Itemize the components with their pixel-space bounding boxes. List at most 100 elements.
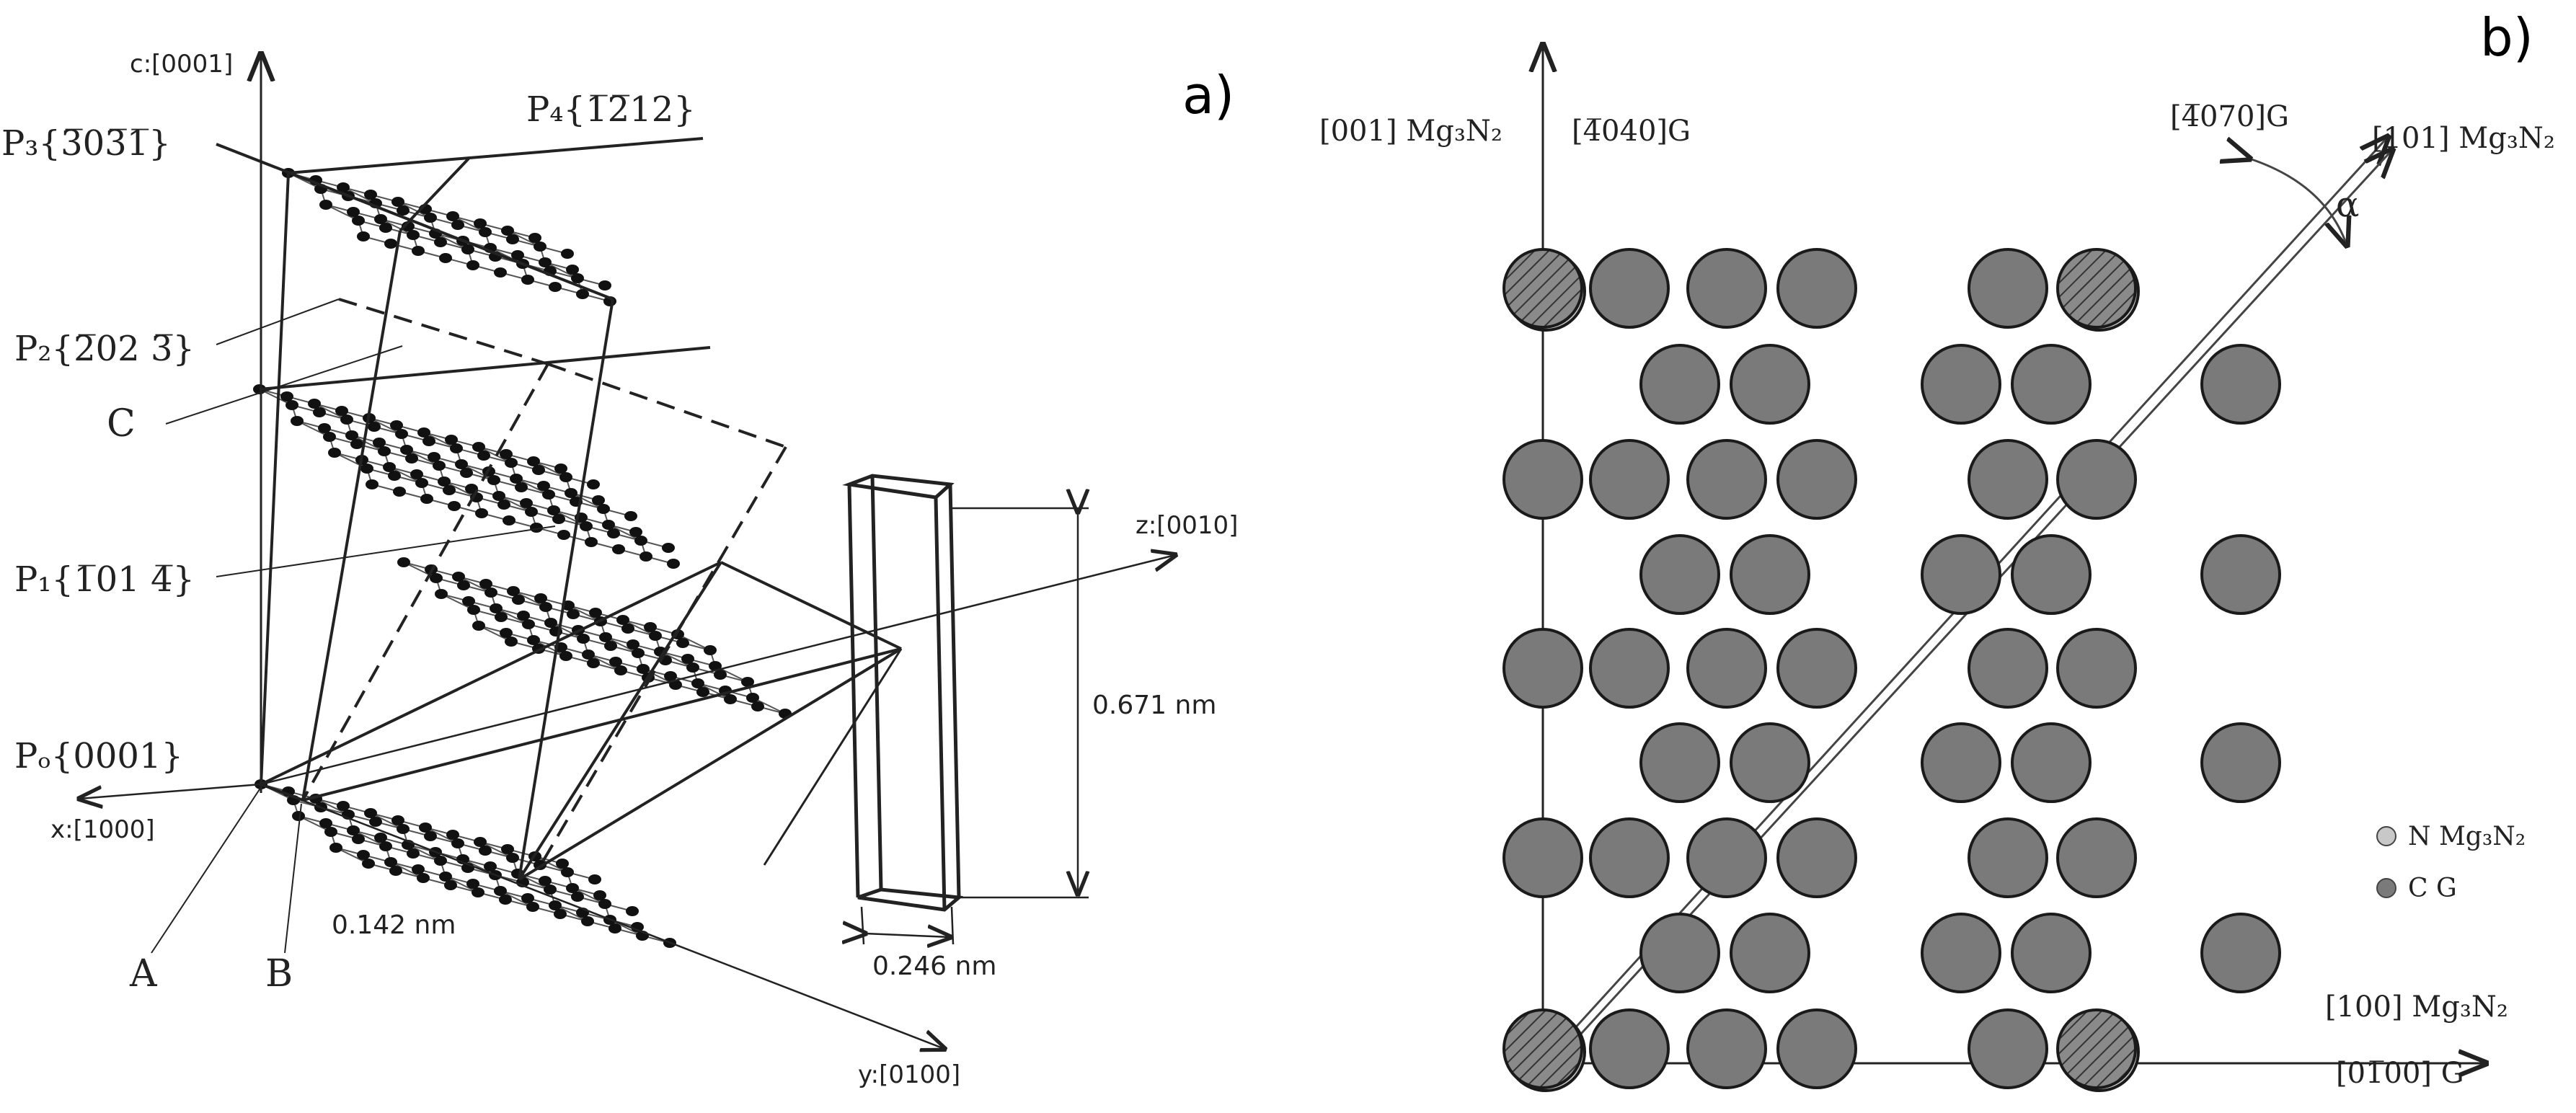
cell-width-label: 0.246 nm bbox=[872, 952, 996, 981]
lattice-atom bbox=[410, 469, 423, 479]
lattice-atom bbox=[280, 391, 293, 402]
lattice-atom bbox=[364, 808, 377, 818]
cell-boundary-inner bbox=[301, 230, 402, 801]
lattice-atom bbox=[580, 521, 593, 531]
lattice-atom bbox=[378, 446, 391, 456]
lattice-atom bbox=[395, 429, 408, 439]
lattice-atom bbox=[565, 488, 577, 498]
carbon-atom bbox=[1730, 534, 1810, 615]
cell-edge-3 bbox=[302, 647, 902, 802]
lattice-atom bbox=[669, 680, 682, 690]
lattice-atom bbox=[741, 677, 754, 687]
lattice-atom bbox=[593, 890, 606, 900]
lattice-atom bbox=[527, 635, 540, 645]
y-axis bbox=[260, 783, 944, 1049]
lattice-atom bbox=[547, 505, 560, 515]
coincident-site-atom bbox=[2056, 248, 2137, 329]
lattice-atom bbox=[467, 605, 480, 615]
lattice-atom bbox=[506, 853, 519, 863]
lattice-atom bbox=[512, 595, 525, 605]
lattice-atom bbox=[557, 530, 570, 540]
lattice-atom bbox=[379, 841, 392, 851]
lattice-atom bbox=[438, 476, 451, 487]
lattice-atom bbox=[448, 501, 461, 511]
lattice-atom bbox=[374, 214, 387, 224]
carbon-atom bbox=[1589, 248, 1670, 329]
point-label-a: A bbox=[129, 952, 158, 996]
lattice-atom bbox=[434, 237, 447, 247]
lattice-atom bbox=[525, 507, 538, 517]
lattice-atom bbox=[589, 608, 602, 618]
lattice-atom bbox=[466, 260, 479, 270]
height-dimension bbox=[950, 508, 1089, 899]
carbon-atom bbox=[1502, 439, 1583, 520]
lattice-atom bbox=[451, 838, 464, 848]
lattice-atom bbox=[510, 474, 523, 484]
cell-edge-7 bbox=[518, 647, 903, 881]
lattice-atom bbox=[644, 622, 657, 632]
cell-edge-2 bbox=[518, 298, 614, 880]
carbon-atom bbox=[1776, 248, 1857, 329]
lattice-atom bbox=[709, 661, 722, 671]
lattice-atom bbox=[588, 874, 601, 884]
carbon-atom bbox=[1589, 439, 1670, 520]
lattice-atom bbox=[460, 468, 473, 478]
lattice-atom bbox=[430, 573, 443, 583]
lattice-atom bbox=[451, 220, 464, 230]
lattice-atom bbox=[472, 442, 485, 452]
lattice-atom bbox=[571, 273, 584, 283]
lattice-atom bbox=[556, 859, 569, 869]
p4-plane-trace bbox=[288, 137, 704, 174]
lattice-atom bbox=[576, 289, 589, 299]
carbon-atom bbox=[1776, 628, 1857, 709]
graphene-lattice-layers bbox=[253, 168, 792, 948]
lattice-atom bbox=[637, 664, 650, 674]
dashed-line-1 bbox=[338, 298, 549, 365]
cell-edge-5 bbox=[518, 561, 722, 881]
lattice-atom bbox=[612, 544, 625, 554]
lattice-atom bbox=[390, 420, 403, 430]
lattice-atom bbox=[362, 859, 375, 869]
lattice-atom bbox=[686, 662, 699, 673]
lattice-atom bbox=[598, 899, 611, 909]
lattice-atom bbox=[597, 504, 610, 514]
lattice-atom bbox=[649, 631, 662, 641]
lattice-atom bbox=[521, 893, 534, 903]
carbon-atom bbox=[2011, 722, 2092, 803]
panel-b-epitaxy-diagram: [001] Mg₃N₂ [4̅040]G [4̅070]G [101] Mg₃N… bbox=[1319, 45, 2555, 1092]
lattice-atom bbox=[319, 818, 332, 828]
lattice-atom bbox=[505, 458, 518, 468]
lattice-atom bbox=[537, 481, 550, 491]
lattice-atom bbox=[407, 848, 420, 859]
lattice-atom bbox=[439, 253, 452, 263]
lattice-atom bbox=[462, 596, 475, 606]
alpha-angle-arc bbox=[2249, 159, 2347, 245]
lattice-atom bbox=[497, 500, 510, 510]
lattice-atom bbox=[472, 887, 484, 897]
lattice-atom bbox=[328, 448, 341, 458]
carbon-atom bbox=[1968, 817, 2048, 898]
lattice-atom bbox=[417, 873, 430, 883]
unit-cell-prism bbox=[842, 474, 964, 912]
carbon-atom bbox=[1776, 817, 1857, 898]
lattice-atom bbox=[419, 822, 432, 833]
lattice-atom bbox=[391, 815, 404, 825]
lattice-atom bbox=[435, 589, 448, 599]
lattice-atom bbox=[634, 536, 647, 546]
lattice-atom bbox=[412, 246, 425, 256]
lattice-atom bbox=[609, 657, 622, 667]
lattice-atom bbox=[604, 641, 617, 651]
lattice-atom bbox=[515, 482, 528, 492]
lattice-atom bbox=[424, 213, 437, 223]
plane-label-p0: Pₒ{0001} bbox=[14, 736, 183, 776]
lattice-atom bbox=[592, 495, 605, 505]
leader-c bbox=[165, 345, 403, 425]
carbon-atom bbox=[1776, 439, 1857, 520]
lattice-atom bbox=[724, 694, 737, 704]
lattice-atom bbox=[479, 846, 492, 856]
lattice-atom bbox=[662, 543, 675, 553]
lattice-atom bbox=[446, 830, 459, 840]
lattice-atom bbox=[484, 861, 497, 872]
panel-b-tag: b) bbox=[2480, 7, 2533, 68]
lattice-atom bbox=[500, 628, 513, 638]
